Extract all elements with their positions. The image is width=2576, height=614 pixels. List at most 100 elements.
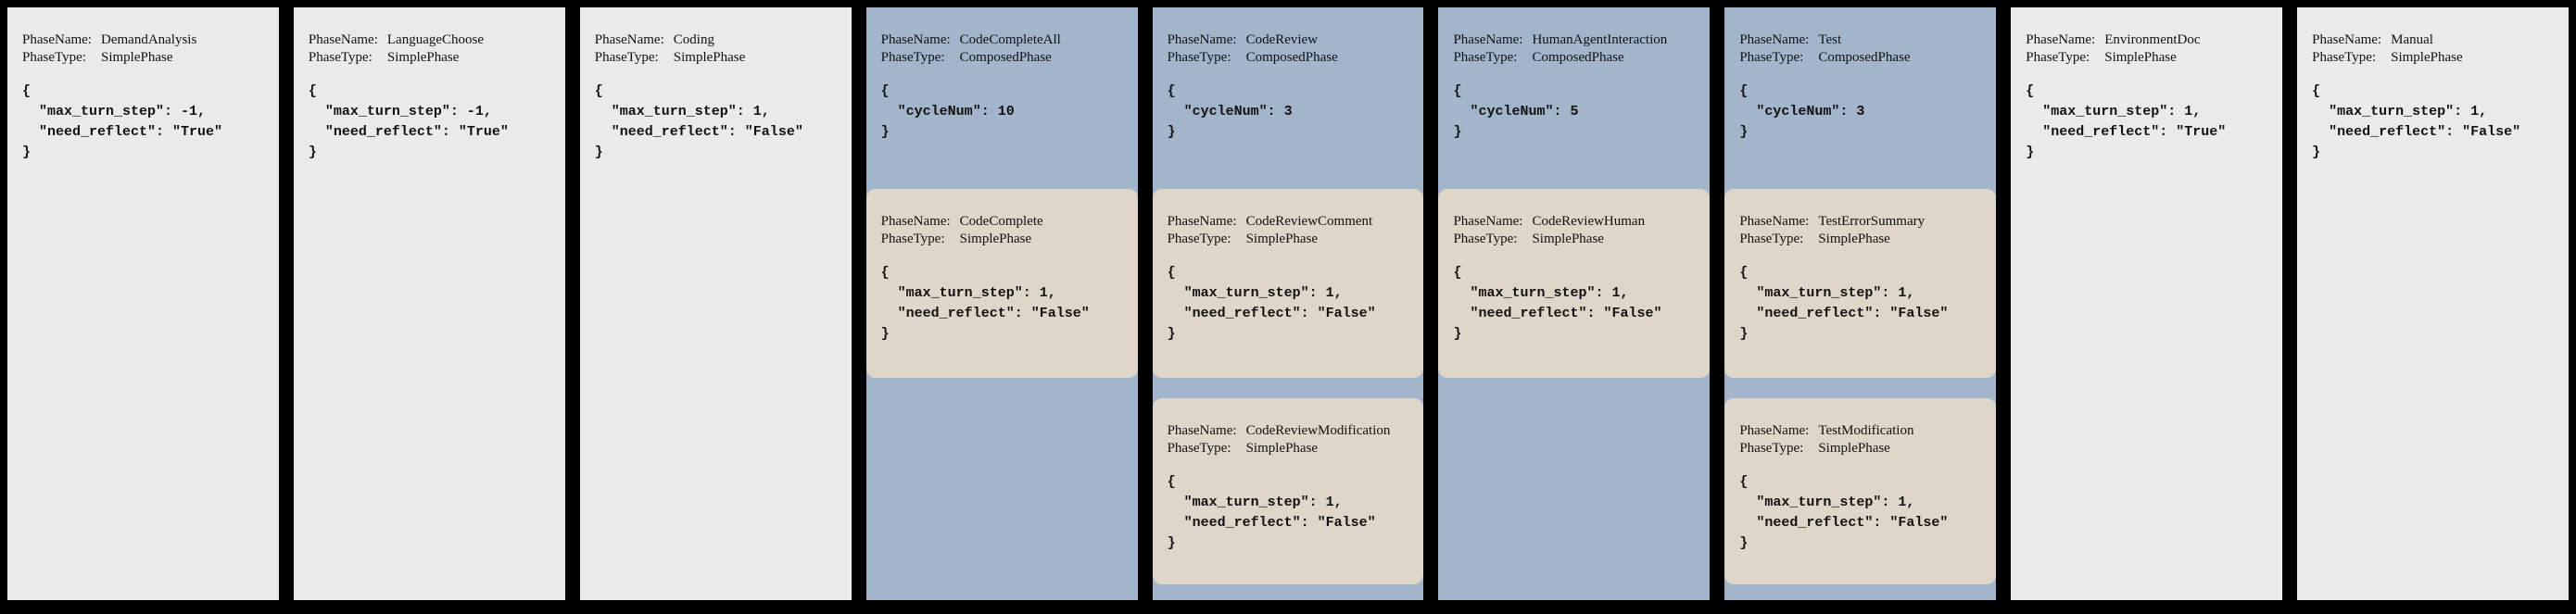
phase-name-value: CodeReview [1245,32,1319,47]
phase-card-coding: PhaseName:Coding PhaseType: SimplePhase {… [579,7,852,600]
phase-name-value: TestModification [1818,423,1914,438]
subphase-card-test-error-summary: PhaseName:TestErrorSummary PhaseType:Sim… [1724,189,1997,378]
phase-name-label: PhaseName: [1739,32,1810,47]
phase-type-label: PhaseType: [594,50,659,65]
phase-type-label: PhaseType: [1453,50,1518,65]
phase-name-label: PhaseName: [1453,32,1523,47]
phase-name-label: PhaseName: [1167,32,1237,47]
phase-card-language-choose: PhaseName:LanguageChoose PhaseType:Simpl… [293,7,565,600]
phase-card-environment-doc: PhaseName:EnvironmentDoc PhaseType:Simpl… [2011,7,2283,600]
phase-type-row: PhaseType:SimplePhase [1739,231,1981,248]
subphase-card-code-review-human: PhaseName:CodeReviewHuman PhaseType:Simp… [1438,189,1711,378]
phase-name-row: PhaseName: CodeReview [1168,31,1409,49]
phase-type-value: SimplePhase [1245,441,1319,456]
phase-type-value: SimplePhase [1245,232,1319,246]
subphase-card-code-review-modification: PhaseName: CodeReviewModification PhaseTy… [1152,398,1424,584]
phase-type-value: ComposedPhase [959,50,1052,65]
phase-config-json: { "max_turn_step": 1, "need_reflect": "F… [1739,474,1949,551]
phase-type-label: PhaseType: [880,50,945,65]
phase-config-json: { "max_turn_step": 1, "need_reflect": "F… [1453,265,1662,342]
phase-type-label: PhaseType: [1167,441,1231,456]
phase-type-value: SimplePhase [2391,50,2463,65]
phase-config-json: { "max_turn_step": 1, "need_reflect": "F… [1167,474,1376,551]
phase-config-json: { "max_turn_step": 1, "need_reflect": "F… [1739,265,1949,342]
phase-name-row: PhaseName:Test [1739,31,1981,49]
phase-name-label: PhaseName: [594,32,664,47]
phase-name-row: PhaseName: HumanAgentInteraction [1453,31,1695,49]
phase-type-label: PhaseType: [22,50,86,65]
phase-type-label: PhaseType: [1739,50,1804,65]
phase-header: PhaseName: CodeCompleteAll PhaseType: Comp… [866,7,1138,189]
phase-config-json: { "cycleNum": 10 } [880,83,1015,140]
phase-type-value: SimplePhase [386,50,460,65]
phase-config-json: { "max_turn_step": -1, "need_reflect": "… [22,83,223,160]
phase-name-label: PhaseName: [1167,423,1237,438]
phase-type-row: PhaseType: SimplePhase [1168,231,1409,248]
phase-type-value: SimplePhase [1818,232,1890,246]
phase-name-label: PhaseName: [308,32,378,47]
phase-header: PhaseName:LanguageChoose PhaseType:Simpl… [294,7,565,163]
phase-type-row: PhaseType: SimplePhase [309,49,550,67]
phase-card-test: PhaseName:Test PhaseType:ComposedPhase {… [1724,7,1997,600]
phase-header: PhaseName:EnvironmentDoc PhaseType:Simpl… [2011,7,2282,163]
phase-header: PhaseName:CodeReview PhaseType:ComposedP… [1153,7,1424,189]
phase-name-value: HumanAgentInteraction [1532,32,1668,47]
phase-type-row: PhaseType:SimplePhase [881,231,1123,248]
phase-name-value: TestErrorSummary [1818,214,1926,229]
phase-type-label: PhaseType: [1167,50,1231,65]
phase-type-row: PhaseType:SimplePhase [2026,49,2267,67]
phase-config-json: { "max_turn_step": 1, "need_reflect": "F… [1167,265,1376,342]
phase-card-code-review: PhaseName:CodeReview PhaseType:ComposedP… [1152,7,1424,600]
phase-name-row: PhaseName: CodeCompleteAll [881,31,1123,49]
phase-type-label: PhaseType: [880,232,945,246]
phase-type-row: PhaseType:SimplePhase [2312,49,2554,67]
phase-config-json: { "cycleNum": 5 } [1453,83,1579,140]
phase-name-value: CodeReviewComment [1245,214,1373,229]
phase-type-row: PhaseType: SimplePhase [1739,440,1981,457]
phase-type-row: PhaseType: SimplePhase [1168,440,1409,457]
phase-name-value: Manual [2391,32,2433,47]
phase-name-row: PhaseName:EnvironmentDoc [2026,31,2267,49]
phase-type-label: PhaseType: [1739,441,1804,456]
phase-name-label: PhaseName: [1167,214,1237,229]
phase-config-json: { "max_turn_step": -1, "need_reflect": "… [308,83,509,160]
phase-name-row: PhaseName:CodeReviewHuman [1453,213,1695,231]
phase-config-json: { "cycleNum": 3 } [1167,83,1293,140]
phase-config-json: { "max_turn_step": 1, "need_reflect": "T… [2026,83,2227,160]
phase-type-value: SimplePhase [101,50,173,65]
phase-type-row: PhaseType: ComposedPhase [881,49,1123,67]
phase-card-code-complete-all: PhaseName: CodeCompleteAll PhaseType: Comp… [865,7,1138,600]
phase-type-value: SimplePhase [1818,441,1890,456]
subphase-card-test-modification: PhaseName:TestModification PhaseType: Sim… [1724,398,1997,584]
phase-name-label: PhaseName: [2312,32,2382,47]
phase-name-row: PhaseName: CodeReviewComment [1168,213,1409,231]
phase-type-row: PhaseType:ComposedPhase [1453,49,1695,67]
phase-name-label: PhaseName: [880,214,951,229]
phase-name-row: PhaseName:TestErrorSummary [1739,213,1981,231]
phase-name-value: DemandAnalysis [101,32,197,47]
subphase-card-code-complete: PhaseName: CodeComplete PhaseType:SimpleP… [865,189,1138,378]
phase-name-label: PhaseName: [1453,214,1523,229]
phase-card-human-agent-interaction: PhaseName: HumanAgentInteraction PhaseTyp… [1438,7,1711,600]
phase-name-value: CodeReviewModification [1245,423,1391,438]
phase-name-value: CodeComplete [959,214,1043,229]
phase-header: PhaseName:Coding PhaseType: SimplePhase {… [580,7,852,163]
phase-type-value: SimplePhase [673,50,746,65]
phase-config-json: { "cycleNum": 3 } [1739,83,1865,140]
subphase-card-code-review-comment: PhaseName: CodeReviewComment PhaseType: Si… [1152,189,1424,378]
phase-type-row: PhaseType: SimplePhase [22,49,264,67]
phase-type-label: PhaseType: [308,50,373,65]
phase-name-label: PhaseName: [22,32,92,47]
phase-type-row: PhaseType:ComposedPhase [1739,49,1981,67]
phase-type-label: PhaseType: [1167,232,1231,246]
phase-header: PhaseName:Test PhaseType:ComposedPhase {… [1724,7,1996,189]
phase-config-json: { "max_turn_step": 1, "need_reflect": "F… [880,265,1090,342]
phase-name-row: PhaseName:Coding [595,31,837,49]
phase-name-value: CodeCompleteAll [959,32,1061,47]
phase-name-row: PhaseName:TestModification [1739,422,1981,440]
phase-config-json: { "max_turn_step": 1, "need_reflect": "F… [594,83,803,160]
phase-type-value: SimplePhase [1532,232,1604,246]
phase-name-label: PhaseName: [880,32,951,47]
phase-name-row: PhaseName: DemandAnalysis [22,31,264,49]
